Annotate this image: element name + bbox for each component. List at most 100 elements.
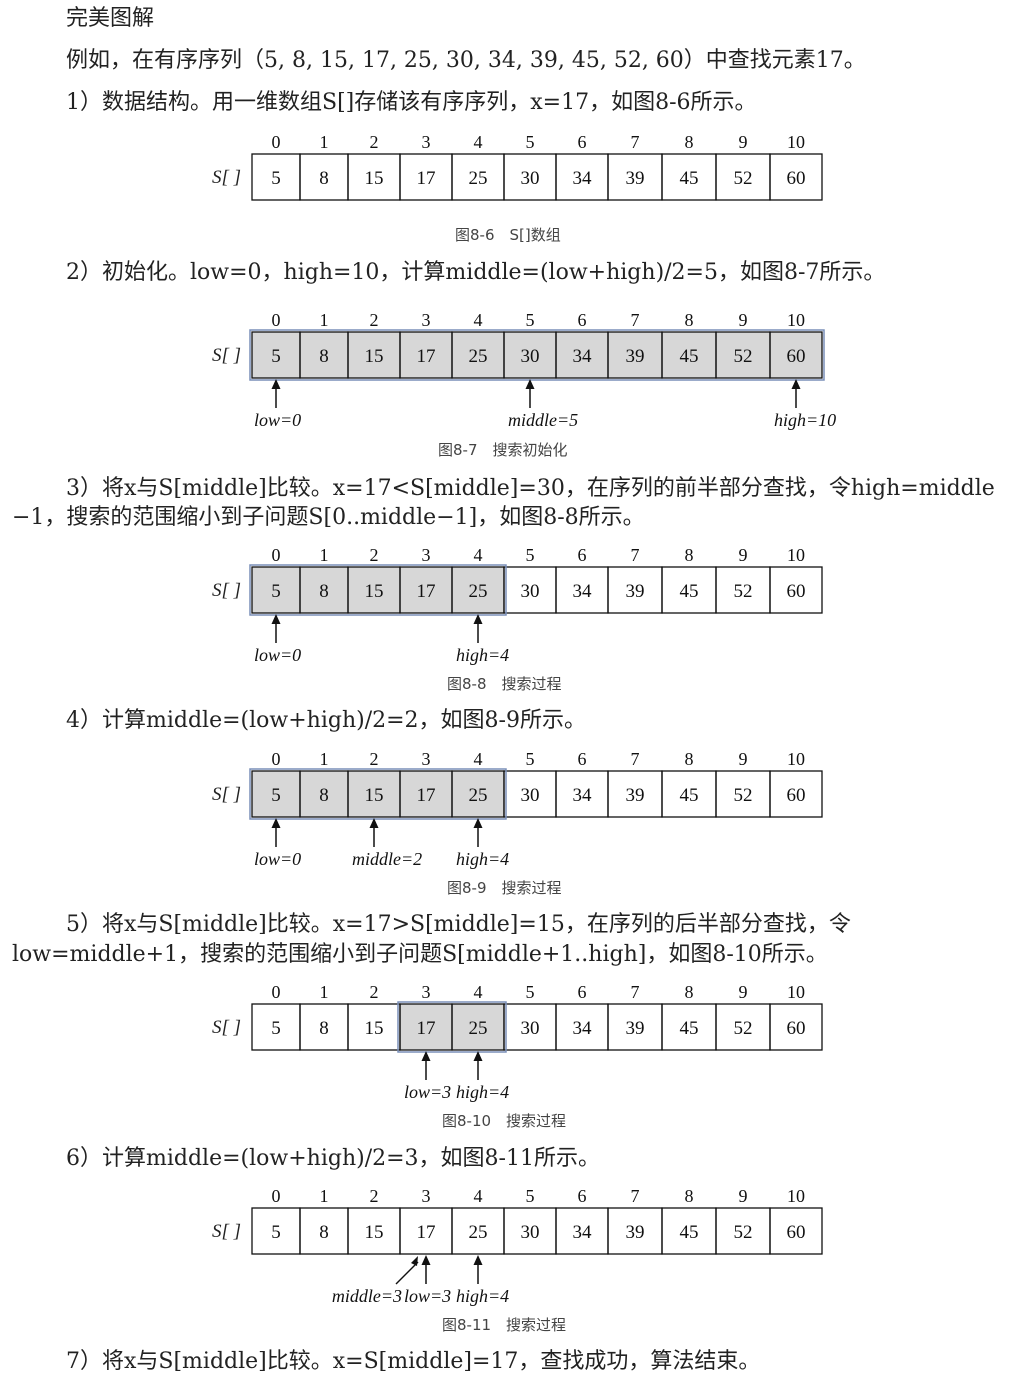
index-label: 4 xyxy=(474,749,483,769)
cell-value: 25 xyxy=(469,1018,488,1039)
index-label: 6 xyxy=(578,982,587,1002)
index-label: 8 xyxy=(685,1186,694,1206)
cell-value: 45 xyxy=(680,785,699,806)
paragraph-step-3b: −1，搜索的范围缩小到子问题S[0..middle−1]，如图8-8所示。 xyxy=(12,505,645,530)
cell-value: 15 xyxy=(365,581,384,602)
index-label: 0 xyxy=(272,310,281,330)
index-label: 4 xyxy=(474,545,483,565)
index-label: 7 xyxy=(631,1186,640,1206)
index-label: 6 xyxy=(578,749,587,769)
index-label: 4 xyxy=(474,132,483,152)
pointer-arrowhead xyxy=(271,379,281,389)
index-label: 9 xyxy=(739,982,748,1002)
cell-value: 45 xyxy=(680,168,699,189)
index-label: 1 xyxy=(320,749,329,769)
array-diagram: S[ ]50811521732543053463974585296010low=… xyxy=(212,749,823,869)
array-label: S[ ] xyxy=(212,1221,241,1242)
index-label: 7 xyxy=(631,749,640,769)
index-label: 4 xyxy=(474,982,483,1002)
index-label: 5 xyxy=(526,545,535,565)
cell-value: 39 xyxy=(626,346,645,367)
paragraph-example: 例如，在有序序列（5, 8, 15, 17, 25, 30, 34, 39, 4… xyxy=(66,48,866,73)
paragraph-step-6: 6）计算middle=(low+high)/2=3，如图8-11所示。 xyxy=(66,1146,600,1171)
pointer-label: high=4 xyxy=(456,849,509,869)
cell-value: 34 xyxy=(573,581,593,602)
figure-caption: 图8-7 搜索初始化 xyxy=(438,441,568,459)
pointer-label: low=3 xyxy=(404,1082,451,1102)
paragraph-step-2: 2）初始化。low=0，high=10，计算middle=(low+high)/… xyxy=(66,260,886,285)
array-label: S[ ] xyxy=(212,784,241,805)
index-label: 8 xyxy=(685,982,694,1002)
index-label: 3 xyxy=(422,545,431,565)
index-label: 9 xyxy=(739,545,748,565)
cell-value: 5 xyxy=(271,1018,281,1039)
figure-caption: 图8-11 搜索过程 xyxy=(442,1316,567,1334)
index-label: 6 xyxy=(578,132,587,152)
pointer-label: high=4 xyxy=(456,1082,509,1102)
cell-value: 60 xyxy=(787,346,806,367)
range-outline xyxy=(249,564,507,616)
cell-value: 8 xyxy=(319,346,329,367)
pointer-arrowhead xyxy=(271,818,281,828)
cell-value: 15 xyxy=(365,168,384,189)
array-diagram: S[ ]50811521732543053463974585296010midd… xyxy=(212,1186,823,1306)
cell-value: 34 xyxy=(573,346,593,367)
pointer-arrowhead xyxy=(411,1256,418,1266)
index-label: 8 xyxy=(685,310,694,330)
cell-value: 34 xyxy=(573,1222,593,1243)
cell-value: 60 xyxy=(787,1018,806,1039)
index-label: 6 xyxy=(578,310,587,330)
paragraph-step-5b: low=middle+1，搜索的范围缩小到子问题S[middle+1..high… xyxy=(12,942,828,967)
pointer-arrowhead xyxy=(421,1255,431,1265)
index-label: 2 xyxy=(370,132,379,152)
cell-value: 5 xyxy=(271,581,281,602)
array-cell xyxy=(769,566,823,614)
index-label: 2 xyxy=(370,749,379,769)
cell-value: 60 xyxy=(787,168,806,189)
index-label: 3 xyxy=(422,310,431,330)
cell-value: 30 xyxy=(521,1018,540,1039)
array-diagram: S[ ]50811521732543053463974585296010low=… xyxy=(212,545,823,665)
index-label: 2 xyxy=(370,310,379,330)
range-outline xyxy=(397,1001,507,1053)
section-heading: 完美图解 xyxy=(66,6,155,31)
cell-value: 17 xyxy=(417,1222,436,1243)
cell-value: 60 xyxy=(787,785,806,806)
index-label: 10 xyxy=(787,982,805,1002)
pointer-arrowhead xyxy=(473,614,483,624)
cell-value: 17 xyxy=(417,168,436,189)
cell-value: 17 xyxy=(417,1018,436,1039)
index-label: 3 xyxy=(422,132,431,152)
index-label: 4 xyxy=(474,310,483,330)
array-cell xyxy=(769,153,823,201)
index-label: 6 xyxy=(578,545,587,565)
array-cell xyxy=(769,1207,823,1255)
pointer-label: high=4 xyxy=(456,1286,509,1306)
cell-value: 52 xyxy=(734,168,753,189)
index-label: 2 xyxy=(370,982,379,1002)
cell-value: 30 xyxy=(521,346,540,367)
index-label: 1 xyxy=(320,132,329,152)
pointer-arrowhead xyxy=(421,1051,431,1061)
index-label: 9 xyxy=(739,310,748,330)
index-label: 2 xyxy=(370,1186,379,1206)
index-label: 0 xyxy=(272,545,281,565)
index-label: 9 xyxy=(739,1186,748,1206)
index-label: 10 xyxy=(787,132,805,152)
paragraph-step-7: 7）将x与S[middle]比较。x=S[middle]=17，查找成功，算法结… xyxy=(66,1349,761,1374)
array-label: S[ ] xyxy=(212,1017,241,1038)
cell-value: 34 xyxy=(573,1018,593,1039)
index-label: 0 xyxy=(272,982,281,1002)
cell-value: 52 xyxy=(734,1018,753,1039)
index-label: 7 xyxy=(631,132,640,152)
index-label: 8 xyxy=(685,132,694,152)
cell-value: 17 xyxy=(417,785,436,806)
index-label: 7 xyxy=(631,982,640,1002)
cell-value: 5 xyxy=(271,785,281,806)
index-label: 5 xyxy=(526,982,535,1002)
cell-value: 8 xyxy=(319,785,329,806)
